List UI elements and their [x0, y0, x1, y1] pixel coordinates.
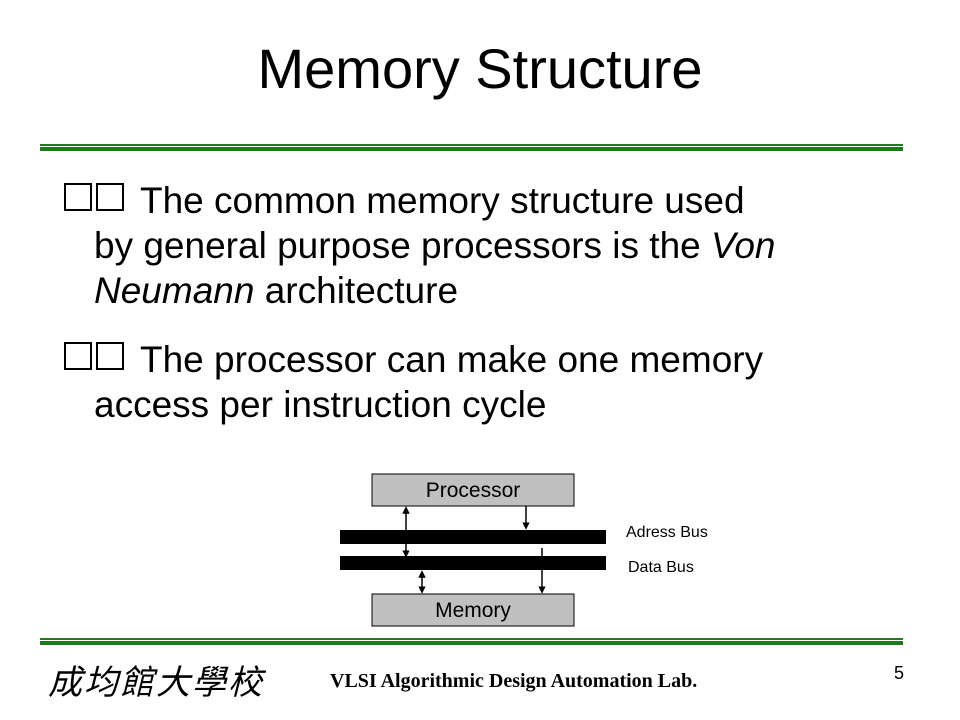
- footer-divider: [40, 638, 903, 645]
- missing-glyph-icon: [64, 183, 92, 211]
- slide-title: Memory Structure: [257, 37, 703, 100]
- page-number: 5: [893, 663, 904, 683]
- bullet-1-continuation-2: Neumann architecture: [64, 268, 904, 313]
- bullet-marker: [64, 337, 128, 382]
- university-logo: 成均館大學校: [48, 663, 264, 703]
- von-neumann-diagram: Processor Memory Adress Bus Data Bus: [340, 473, 708, 627]
- bullet-2-line-2: access per instruction cycle: [94, 384, 547, 425]
- data-bus-label: Data Bus: [628, 559, 694, 576]
- bullet-1-continuation: by general purpose processors is the Von: [64, 223, 904, 268]
- bullet-1-line-3: architecture: [254, 270, 459, 311]
- missing-glyph-icon: [96, 183, 124, 211]
- bullet-1-italic-von: Von: [711, 225, 776, 266]
- processor-box: [371, 473, 575, 507]
- address-bus: [340, 530, 606, 544]
- lab-name: VLSI Algorithmic Design Automation Lab.: [330, 670, 698, 692]
- bullet-1: The common memory structure used by gene…: [64, 178, 904, 313]
- memory-box: [371, 593, 575, 627]
- memory-label: Memory: [435, 599, 511, 622]
- bullet-1-italic-neumann: Neumann: [94, 270, 255, 311]
- title-divider: [40, 144, 903, 151]
- data-bus: [340, 556, 606, 570]
- bullet-2-line-1: The processor can make one memory: [140, 339, 764, 380]
- missing-glyph-icon: [64, 342, 92, 370]
- bullet-1-line-2: by general purpose processors is the: [94, 225, 712, 266]
- missing-glyph-icon: [96, 342, 124, 370]
- processor-label: Processor: [426, 479, 521, 502]
- bullet-2: The processor can make one memory access…: [64, 337, 904, 427]
- bullet-marker: [64, 178, 128, 223]
- bullet-1-line-1: The common memory structure used: [140, 180, 745, 221]
- address-bus-label: Adress Bus: [626, 524, 708, 541]
